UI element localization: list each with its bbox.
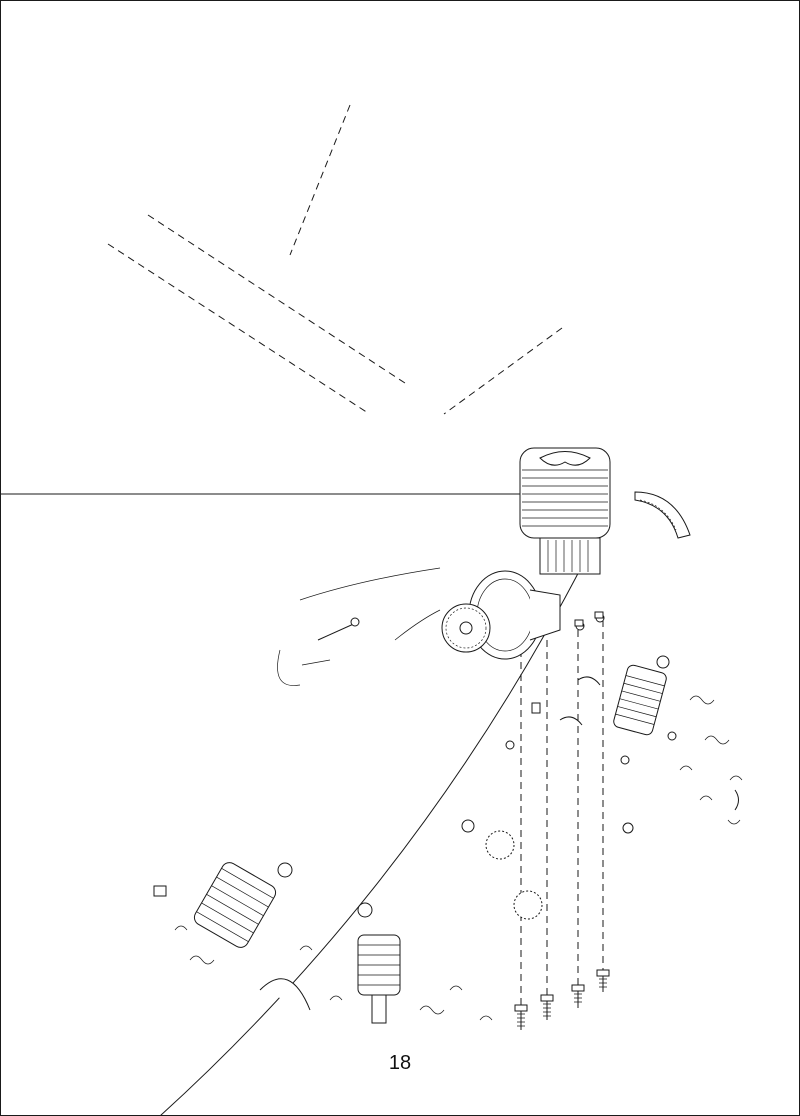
screw [514, 1004, 528, 1030]
spur-gear [441, 603, 491, 653]
brake-pad [634, 491, 691, 539]
guide-line [289, 104, 351, 256]
washers [559, 611, 604, 726]
air-filter-sketch [277, 567, 441, 686]
guide-line [147, 214, 409, 386]
screws [514, 969, 610, 1030]
pinion-gears [485, 830, 543, 920]
guide-line [107, 243, 369, 414]
screw-guide-lines [520, 620, 604, 1005]
fastener-cluster-right [620, 695, 743, 834]
screw [571, 984, 585, 1008]
shock-absorber-left [153, 862, 293, 948]
shock-absorber-center [357, 902, 401, 1024]
guide-line [443, 327, 563, 415]
fastener-cluster-bottom [174, 925, 493, 1021]
engine-head [519, 447, 611, 575]
shock-absorber-right [613, 655, 670, 736]
page-number: 18 [388, 1052, 412, 1074]
guide-lines-upper [107, 104, 563, 415]
screw [596, 969, 610, 992]
assembly-arc [159, 559, 586, 1116]
screw [540, 994, 554, 1020]
